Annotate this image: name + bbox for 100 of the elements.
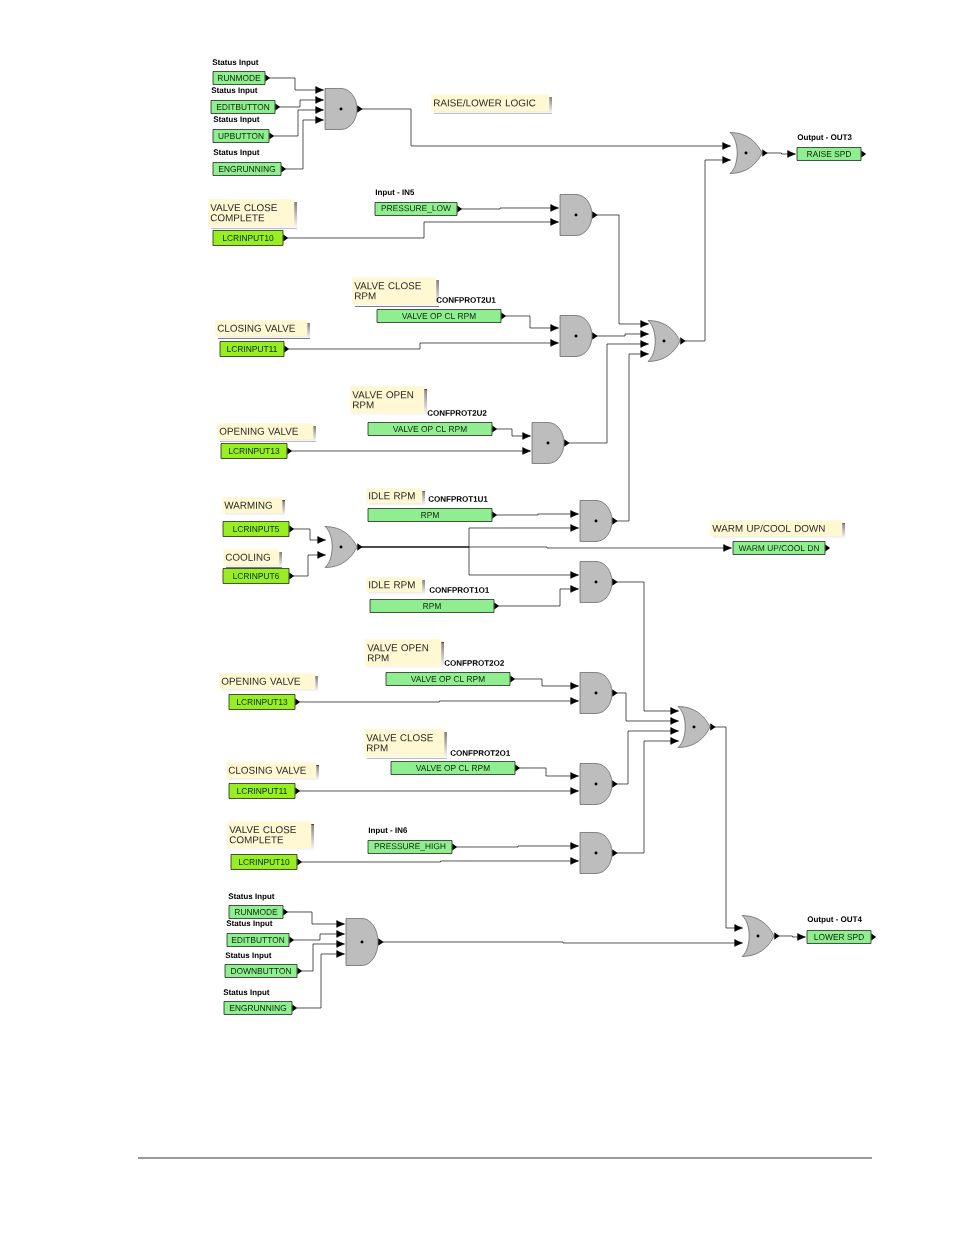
connector-arrow [567,340,649,444]
or-gate [647,320,686,362]
input-box: PRESSURE_HIGH [367,840,458,854]
input-box: LOWER SPD [806,930,877,944]
connector-arrow [287,911,345,928]
comment-note: WARMING [222,497,285,516]
signal-label: Status Input [211,87,258,95]
input-box: LCRINPUT13 [228,694,301,710]
connector-arrow [498,585,579,607]
input-box: DOWNBUTTON [224,964,303,978]
connector-arrow [514,678,579,690]
connector-arrow [296,950,345,1009]
and-gate [579,500,618,542]
input-box: EDITBUTTON [226,933,295,947]
connector-arrow [595,214,649,328]
comment-note: VALVE OPEN RPM [365,639,444,669]
and-gate [531,422,570,464]
connector-arrow [301,857,579,865]
input-box: RPM [369,599,500,613]
signal-label: Status Input [226,920,273,928]
connector-arrow [285,116,324,170]
connector-arrow [360,546,579,579]
connector-arrow [683,156,731,342]
connector-arrow [519,767,579,780]
input-box: RUNMODE [212,71,271,85]
input-box: RAISE SPD [796,147,867,161]
or-gate [677,706,716,748]
or-gate [729,132,768,174]
or-gate [741,915,780,957]
connector-arrow [496,428,531,440]
input-box: EDITBUTTON [210,100,281,114]
connector-arrow [299,787,579,795]
signal-label: Status Input [212,59,259,67]
input-box: ENGRUNNING [212,162,287,176]
and-gate [559,194,598,236]
signal-label: CONFPROT1U1 [428,496,488,502]
and-gate [579,763,618,805]
connector-arrow [360,108,731,150]
signal-label: Status Input [213,116,260,124]
input-box: ENGRUNNING [223,1001,298,1015]
comment-note: IDLE RPM [366,488,425,506]
comment-note: CLOSING VALVE [215,320,310,339]
connector-arrow [461,204,559,212]
signal-label: CONFPROT2U2 [427,410,487,416]
comment-note: COOLING [223,549,282,568]
signal-label: Input - IN6 [368,827,408,835]
connector-arrow [288,339,559,350]
connector-arrow [291,447,531,455]
input-box: LCRINPUT13 [220,443,293,459]
comment-note: IDLE RPM [366,577,425,595]
and-gate [579,672,618,714]
connector-arrow [777,933,806,941]
connector-arrow [595,330,649,338]
connector-arrow [615,581,679,715]
input-box: UPBUTTON [212,129,275,143]
connector-arrow [615,692,679,725]
comment-note: WARM UP/COOL DOWN [710,520,845,539]
connector-arrow [293,551,326,577]
connector-arrow [615,350,649,522]
input-box: LCRINPUT6 [222,568,295,584]
connector-arrow [496,510,579,518]
comment-note: VALVE OPEN RPM [350,386,427,416]
connector-arrow [279,96,324,108]
signal-label: Status Input [225,952,272,960]
and-gate [324,88,363,130]
comment-note: VALVE CLOSE COMPLETE [227,821,314,851]
signal-label: CONFPROT2O1 [450,750,511,756]
comment-note: OPENING VALVE [217,423,316,442]
input-box: PRESSURE_LOW [374,202,463,216]
input-box: LCRINPUT10 [230,854,303,870]
signal-label: Status Input [228,893,275,901]
connector-arrow [765,150,796,158]
input-box: LCRINPUT5 [222,521,295,537]
input-box: VALVE OP CL RPM [390,761,521,775]
signal-label: CONFPROT2U1 [436,297,496,303]
connector-arrow [293,528,326,544]
connector-arrow [273,106,324,137]
comment-note: VALVE CLOSE RPM [364,729,447,759]
connector-arrow [293,930,345,941]
connector-arrow [381,939,743,947]
and-gate [579,832,618,874]
input-box: LCRINPUT10 [212,230,289,246]
and-gate [579,561,618,603]
input-box: LCRINPUT11 [219,341,290,357]
signal-label: Status Input [213,149,260,157]
comment-note: CLOSING VALVE [226,762,319,781]
connector-arrow [301,940,345,972]
comment-note: VALVE CLOSE COMPLETE [208,199,297,229]
connector-arrow [713,726,743,932]
input-box: VALVE OP CL RPM [385,672,516,686]
signal-label: Status Input [223,989,270,997]
and-gate [345,918,384,966]
connector-arrow [456,842,579,850]
input-box: VALVE OP CL RPM [376,309,507,323]
connector-arrow [299,697,579,705]
signal-label: Input - IN5 [375,189,415,197]
comment-note: RAISE/LOWER LOGIC [431,94,552,114]
or-gate [324,526,363,568]
input-box: VALVE OP CL RPM [367,422,498,436]
signal-label: Output - OUT4 [807,916,862,924]
